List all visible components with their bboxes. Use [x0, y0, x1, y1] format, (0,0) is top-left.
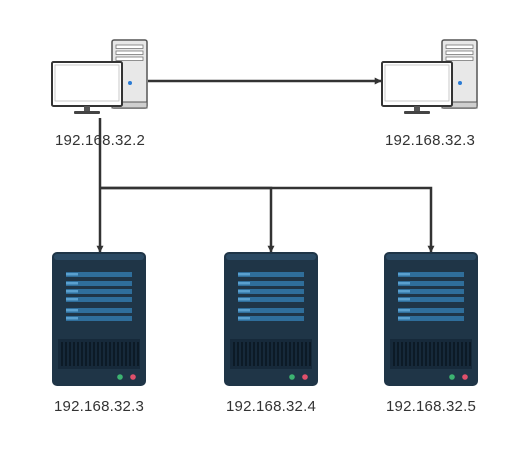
server-icon — [224, 252, 318, 386]
node-label-server-2: 192.168.32.4 — [226, 398, 316, 415]
node-label-pc-1: 192.168.32.2 — [55, 132, 145, 149]
server-icon — [52, 252, 146, 386]
node-label-pc-2: 192.168.32.3 — [385, 132, 475, 149]
node-label-server-3: 192.168.32.5 — [386, 398, 476, 415]
edge-pc-1-to-server-2 — [100, 186, 275, 253]
edge-pc-1-to-server-3 — [100, 186, 435, 253]
edges-layer — [96, 77, 435, 253]
desktop-computer-icon — [381, 39, 478, 114]
node-label-server-1: 192.168.32.3 — [54, 398, 144, 415]
server-icon — [384, 252, 478, 386]
nodes-layer — [51, 39, 478, 386]
desktop-computer-icon — [51, 39, 148, 114]
